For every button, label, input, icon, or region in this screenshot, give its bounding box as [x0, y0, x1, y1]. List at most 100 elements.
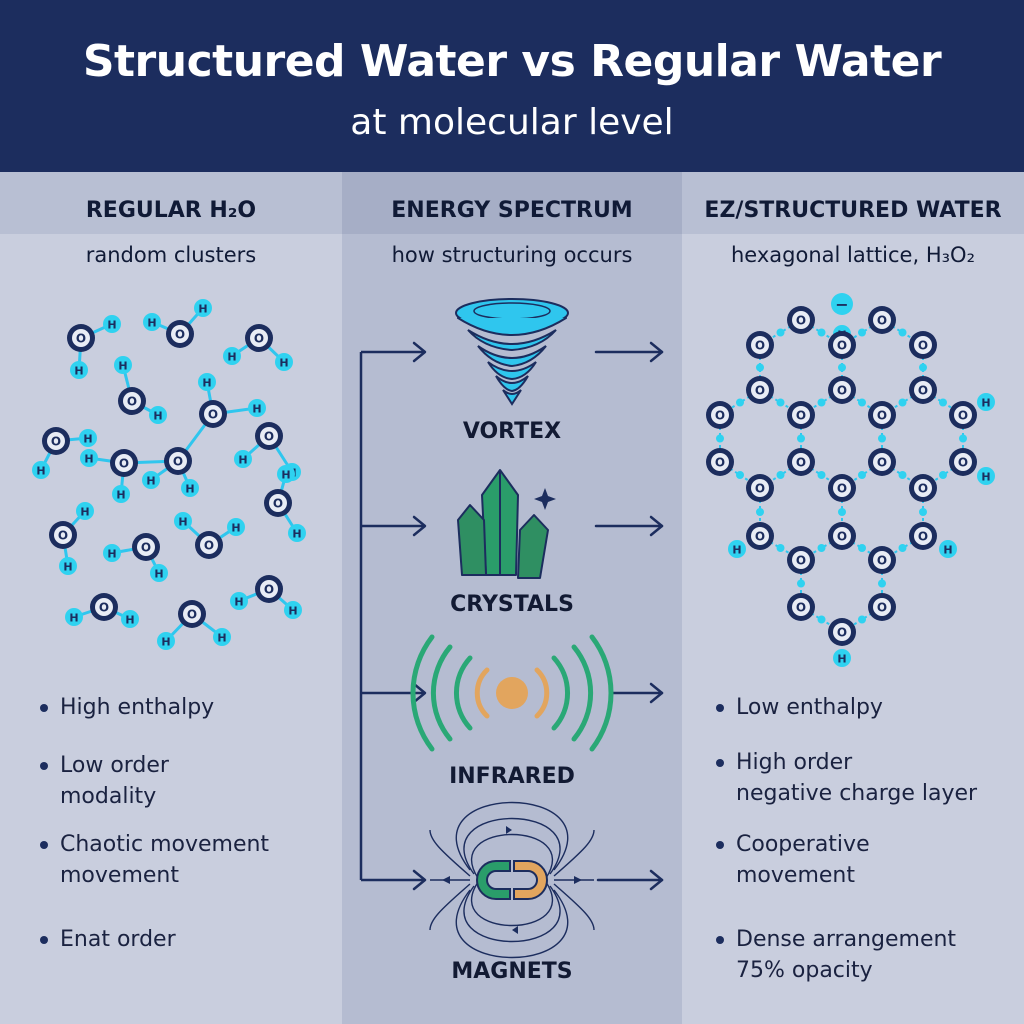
lattice-hydrogen-dot [838, 508, 846, 516]
energy-spectrum-header [342, 172, 682, 234]
bullet-item: High enthalpy [40, 692, 214, 723]
hydrogen-atom: H [234, 450, 252, 468]
oxygen-atom: O [787, 306, 815, 334]
oxygen-atom: O [67, 324, 95, 352]
hydrogen-atom: H [76, 502, 94, 520]
magnet-icon [429, 801, 595, 959]
oxygen-atom: O [828, 474, 856, 502]
lattice-hydrogen-dot [919, 508, 927, 516]
infrared-icon [410, 634, 614, 752]
svg-text:O: O [204, 539, 214, 553]
lattice-hydrogen-dot [878, 434, 886, 443]
svg-text:O: O [796, 554, 806, 568]
oxygen-atom: O [787, 546, 815, 574]
bullet-text: Cooperative [736, 832, 870, 857]
hydrogen-atom: H [70, 361, 88, 379]
oxygen-atom: O [118, 387, 146, 415]
svg-text:O: O [837, 384, 847, 398]
hydrogen-atom: H [728, 540, 746, 558]
svg-text:O: O [127, 395, 137, 409]
hydrogen-atom: H [149, 406, 167, 424]
oxygen-atom: O [706, 401, 734, 429]
regular-water-header [0, 172, 342, 234]
svg-text:H: H [153, 410, 162, 423]
svg-text:H: H [227, 351, 236, 364]
svg-text:H: H [252, 403, 261, 416]
svg-text:H: H [202, 377, 211, 390]
oxygen-atom: O [828, 618, 856, 646]
lattice-hydrogen-dot [817, 398, 826, 407]
svg-text:H: H [981, 397, 990, 410]
oxygen-atom: O [166, 320, 194, 348]
oxygen-atom: O [868, 401, 896, 429]
page-title: Structured Water vs Regular Water [82, 36, 942, 87]
lattice-hydrogen-dot [817, 328, 826, 337]
water-molecule-atoms: HHO [234, 422, 301, 481]
structured-water-title: EZ/STRUCTURED WATER [704, 198, 1002, 223]
oxygen-atom: O [787, 401, 815, 429]
hydrogen-atom: H [174, 512, 192, 530]
svg-text:O: O [877, 554, 887, 568]
water-molecule-atoms: HHO [143, 299, 212, 348]
lattice-hydrogen-dot [898, 398, 907, 407]
hydrogen-atom: H [275, 353, 293, 371]
oxygen-atom: O [110, 449, 138, 477]
hydrogen-atom: H [194, 299, 212, 317]
water-molecule-atoms: H HO [32, 427, 97, 479]
oxygen-atom: O [49, 521, 77, 549]
svg-text:O: O [76, 332, 86, 346]
hydrogen-atom: H [157, 632, 175, 650]
svg-text:O: O [958, 409, 968, 423]
svg-text:H: H [63, 561, 72, 574]
bracket-lines [359, 350, 425, 882]
oxygen-atom: O [909, 474, 937, 502]
random-clusters-diagram: HHOHHOHHOHHOHHOHHOHHOHHOHHOHHOHHOHHOHHOH… [32, 299, 306, 650]
regular-water-title: REGULAR H₂O [85, 198, 257, 223]
lattice-hydrogen-dot [817, 544, 826, 552]
page-subtitle: at molecular level [350, 102, 674, 143]
svg-text:H: H [732, 544, 741, 557]
oxygen-atom: O [42, 427, 70, 455]
water-molecule-atoms: HHO [114, 356, 167, 424]
svg-text:H: H [125, 614, 134, 627]
bullet-text: Low order [60, 753, 169, 778]
svg-text:H: H [231, 522, 240, 535]
hydrogen-atom: H [59, 557, 77, 575]
svg-text:O: O [755, 339, 765, 353]
svg-text:O: O [208, 408, 218, 422]
svg-text:O: O [264, 583, 274, 597]
bullet-dot-icon [716, 759, 724, 767]
hydrogen-atom: H [65, 608, 83, 626]
hexagonal-lattice-diagram: HHHHHHOOOOOOOOOOOOOOOOOOOOOOOOOOO − [706, 293, 995, 667]
oxygen-atom: O [706, 448, 734, 476]
bullet-item: Enat order [40, 924, 176, 955]
svg-text:O: O [796, 601, 806, 615]
magnets-label: MAGNETS [451, 959, 573, 984]
regular-water-subtitle: random clusters [85, 243, 257, 267]
svg-text:H: H [80, 506, 89, 519]
structured-water-header [682, 172, 1024, 234]
bullet-dot-icon [40, 841, 48, 849]
hydrogen-atom: H [103, 544, 121, 562]
oxygen-atom: O [255, 422, 283, 450]
hydrogen-atom: H [833, 649, 851, 667]
oxygen-atom: O [868, 306, 896, 334]
hydrogen-atom: H [112, 485, 130, 503]
infrared-label: INFRARED [449, 764, 575, 789]
hydrogen-atom: H [284, 601, 302, 619]
svg-text:O: O [796, 314, 806, 328]
hydrogen-atom: H [32, 461, 50, 479]
svg-text:H: H [217, 632, 226, 645]
lattice-hydrogens: HHHHHH [716, 325, 995, 667]
lattice-hydrogen-dot [736, 471, 744, 479]
oxygen-atom: O [90, 593, 118, 621]
hydrogen-atom: H [79, 429, 97, 447]
oxygen-atom: O [949, 401, 977, 429]
hydrogen-atom: H [248, 399, 266, 417]
lattice-hydrogen-dot [878, 579, 886, 588]
